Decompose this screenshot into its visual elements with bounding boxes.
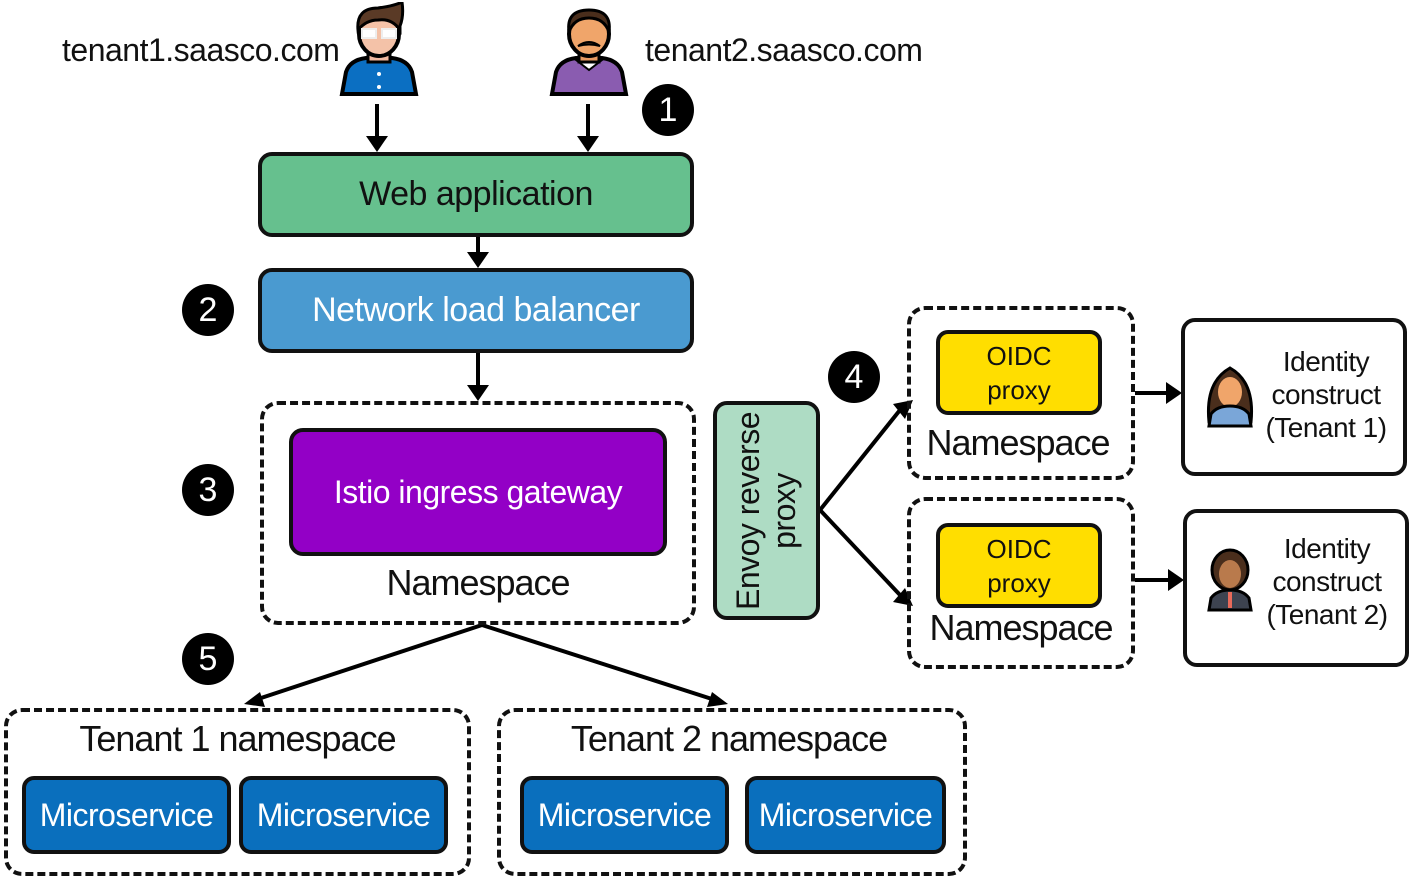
tenant1-namespace-label: Tenant 1 namespace <box>79 718 396 759</box>
oidc-namespace-2-container <box>907 497 1135 669</box>
tenant2-domain-label: tenant2.saasco.com <box>645 32 923 68</box>
identity-construct-tenant2-label: Identity construct (Tenant 2) <box>1266 533 1388 630</box>
user-man-mustache-icon <box>549 8 629 96</box>
tenant1-microservice-2[interactable]: Microservice <box>239 776 448 854</box>
user-woman-icon <box>1207 548 1253 612</box>
arrowhead <box>244 692 265 707</box>
tenant1-namespace-container <box>4 708 471 876</box>
oidc-namespace-1-label: Namespace <box>926 422 1110 463</box>
oidc-proxy-2-line1: OIDC <box>986 533 1052 564</box>
arrow-namespace-to-tenant1 <box>254 623 483 702</box>
identity-construct-tenant1-label: Identity construct (Tenant 1) <box>1265 346 1387 443</box>
arrowhead <box>577 136 599 152</box>
user-woman-icon <box>1206 366 1254 428</box>
user-man-glasses-icon <box>339 2 419 96</box>
arrowhead <box>366 136 388 152</box>
tenant2-microservice-1[interactable]: Microservice <box>520 776 729 854</box>
step-badge-1: 1 <box>642 84 694 136</box>
arrowhead <box>467 385 489 401</box>
oidc-namespace-2-label: Namespace <box>929 607 1113 648</box>
tenant2-namespace-container <box>497 708 967 876</box>
arrowhead <box>467 252 489 268</box>
envoy-label-line1: Envoy reverse <box>730 411 767 610</box>
oidc-proxy-2-line2: proxy <box>987 567 1051 598</box>
oidc-proxy-1-box[interactable]: OIDC proxy <box>936 330 1102 415</box>
istio-namespace-label: Namespace <box>386 562 570 603</box>
identity-construct-tenant2-box[interactable] <box>1183 509 1409 667</box>
arrow-envoy-to-oidc1 <box>818 408 902 512</box>
tenant2-namespace-label: Tenant 2 namespace <box>570 718 888 759</box>
network-load-balancer-box[interactable]: Network load balancer <box>258 268 694 353</box>
envoy-label-line2: proxy <box>766 472 803 549</box>
istio-namespace-container <box>260 401 696 625</box>
arrowhead <box>1166 382 1182 404</box>
arrow-namespace-to-tenant2 <box>481 623 716 702</box>
step-badge-3: 3 <box>182 464 234 516</box>
tenant1-microservice-1[interactable]: Microservice <box>22 776 231 854</box>
istio-ingress-gateway-box[interactable]: Istio ingress gateway <box>289 428 667 556</box>
oidc-proxy-1-line1: OIDC <box>986 340 1052 371</box>
web-application-box[interactable]: Web application <box>258 152 694 237</box>
arrowhead <box>707 692 728 707</box>
tenant1-domain-label: tenant1.saasco.com <box>62 32 340 68</box>
oidc-namespace-1-container <box>907 306 1135 480</box>
envoy-reverse-proxy-box[interactable]: Envoy reverse proxy <box>713 401 820 620</box>
arrow-envoy-to-oidc2 <box>818 508 902 597</box>
tenant2-microservice-2[interactable]: Microservice <box>745 776 946 854</box>
arrowhead <box>1168 569 1184 591</box>
oidc-proxy-2-box[interactable]: OIDC proxy <box>936 523 1102 608</box>
step-badge-4: 4 <box>828 351 880 403</box>
oidc-proxy-1-line2: proxy <box>987 374 1051 405</box>
step-badge-5: 5 <box>182 633 234 685</box>
step-badge-2: 2 <box>182 284 234 336</box>
